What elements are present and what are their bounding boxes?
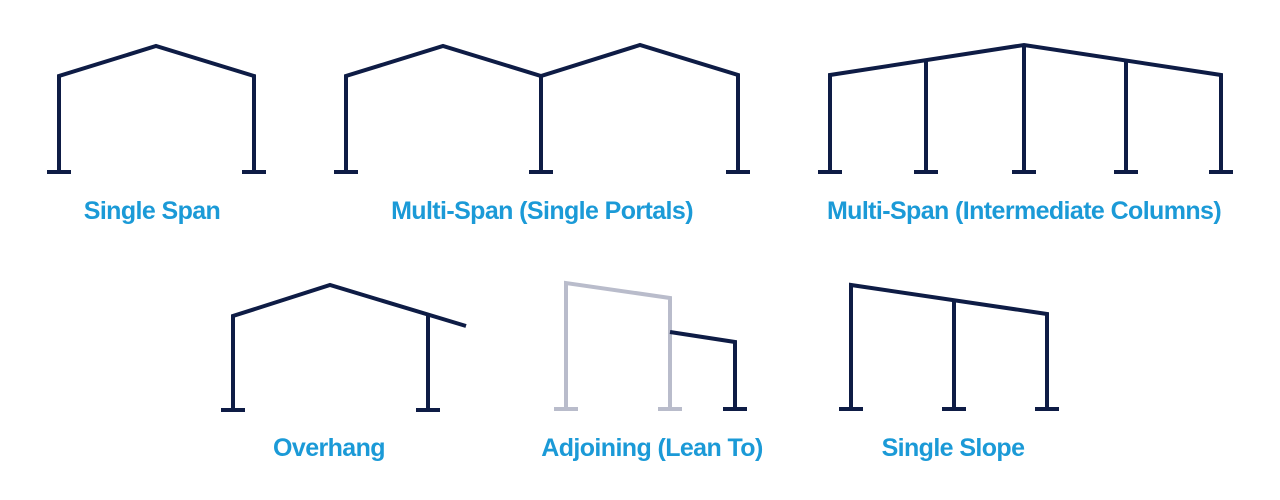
single-span-label: Single Span <box>84 197 220 225</box>
multi-span-columns-frame <box>818 42 1233 174</box>
existing-building-frame <box>554 280 682 411</box>
single-slope-frame <box>839 282 1059 411</box>
multi-span-portals-frame <box>334 42 750 174</box>
overhang-frame <box>221 282 467 412</box>
lean-to-frame <box>669 330 747 411</box>
multi-span-portals-label: Multi-Span (Single Portals) <box>391 197 693 225</box>
multi-span-columns-label: Multi-Span (Intermediate Columns) <box>827 197 1221 225</box>
single-slope-label: Single Slope <box>882 434 1026 462</box>
adjoining-label: Adjoining (Lean To) <box>541 434 763 462</box>
adjoining-frame <box>554 280 747 411</box>
overhang-label: Overhang <box>273 434 385 462</box>
single-span-frame <box>47 43 266 174</box>
